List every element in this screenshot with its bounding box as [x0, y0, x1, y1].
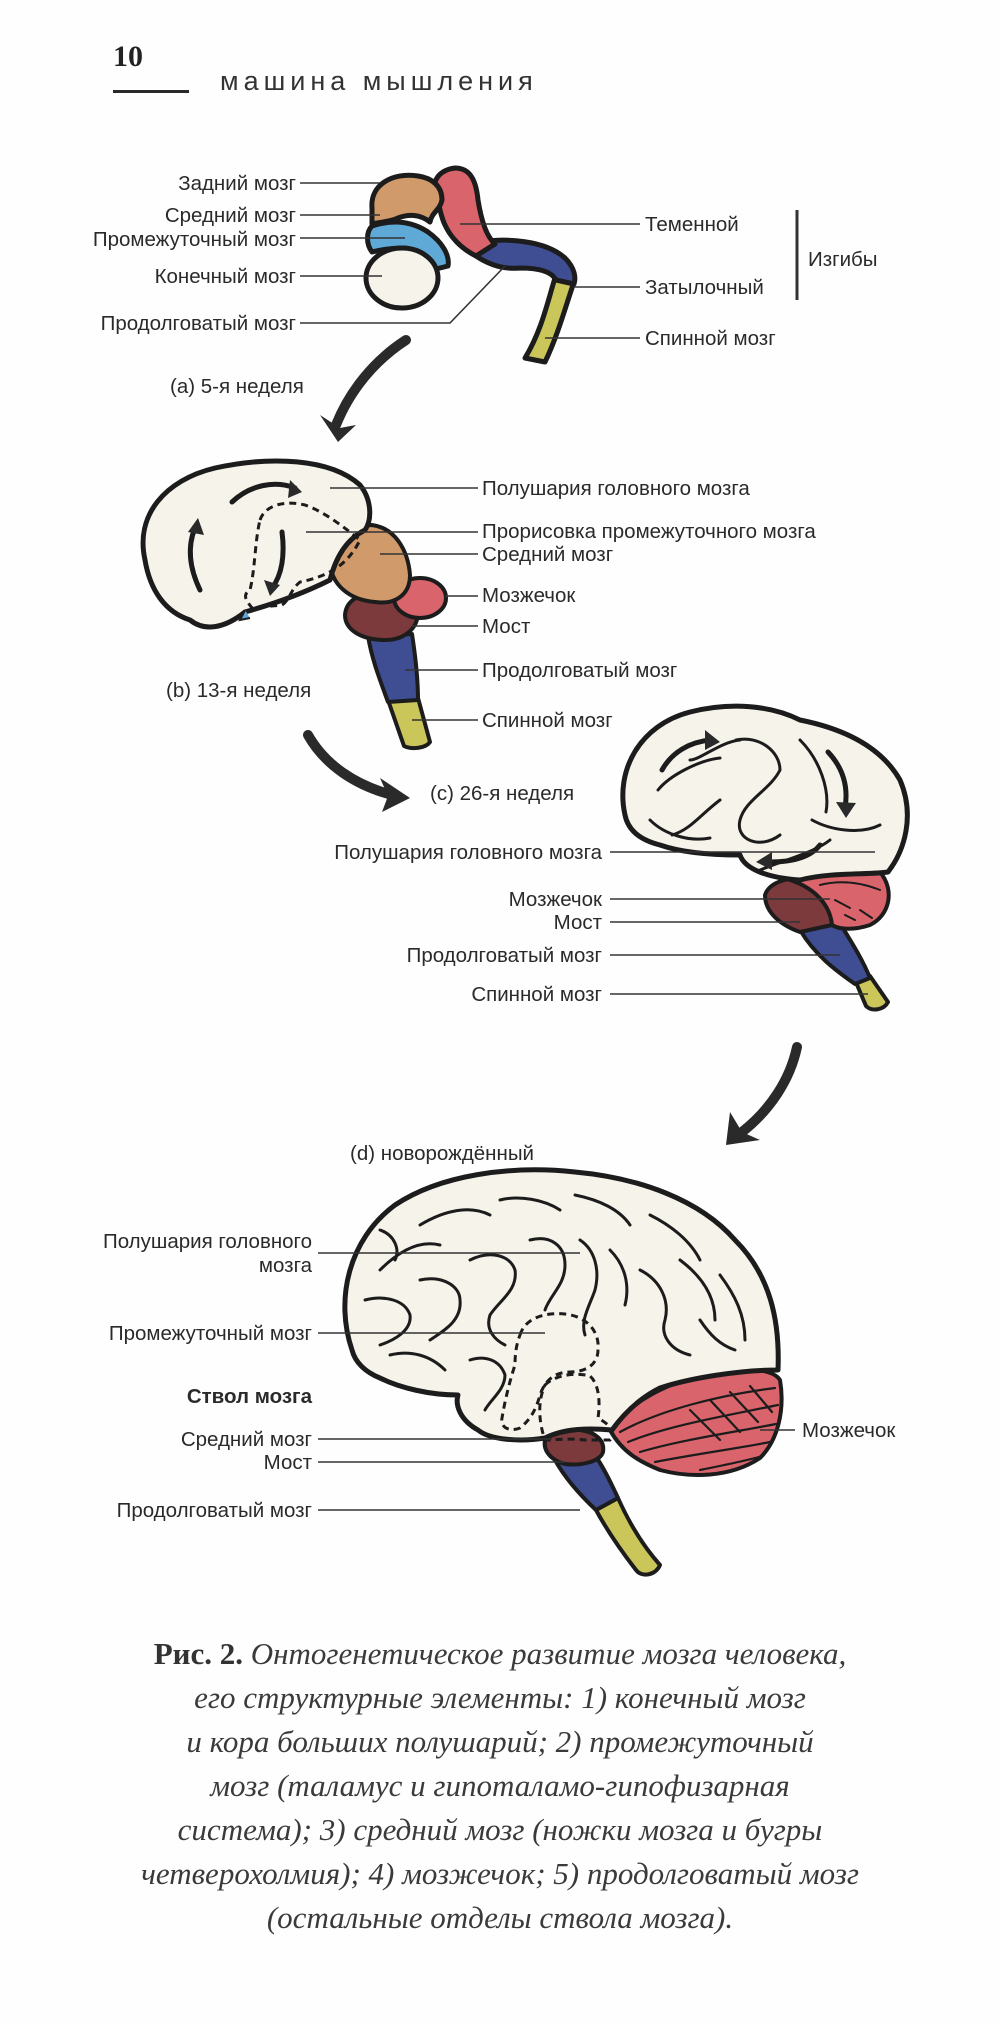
label-c-pons: Мост — [554, 911, 603, 934]
label-b-pons: Мост — [482, 615, 531, 638]
stage-d-hemisphere — [342, 1167, 781, 1443]
caption-stage-c: (c) 26-я неделя — [430, 782, 574, 805]
label-d-brainstem: Ствол мозга — [187, 1385, 313, 1408]
stage-a-medulla — [473, 237, 578, 287]
caption-stage-b: (b) 13-я неделя — [166, 679, 311, 702]
caption-line-6: четверохолмия); 4) мозжечок; 5) продолго… — [141, 1856, 859, 1891]
running-title: машина мышления — [220, 66, 538, 96]
label-b-spinal-cord: Спинной мозг — [482, 709, 613, 732]
label-a-hindbrain: Задний мозг — [178, 172, 296, 195]
label-c-hemispheres: Полушария головного мозга — [334, 841, 602, 864]
figure-caption: Рис. 2. Онтогенетическое развитие мозга … — [80, 1632, 920, 1940]
label-d-hemispheres-line1: Полушария головного — [103, 1230, 312, 1253]
caption-line-2: его структурные элементы: 1) конечный мо… — [194, 1680, 806, 1715]
label-d-cerebellum: Мозжечок — [802, 1419, 896, 1442]
label-b-diencephalon-sketch: Прорисовка промежуточного мозга — [482, 520, 816, 543]
label-a-medulla: Продолговатый мозг — [101, 312, 296, 335]
caption-line-7: (остальные отделы ствола мозга). — [266, 1900, 734, 1935]
label-a-spinal-cord: Спинной мозг — [645, 327, 776, 350]
stage-d-spinal-cord — [594, 1496, 662, 1577]
caption-line-3: и кора больших полушарий; 2) промежуточн… — [186, 1724, 814, 1759]
caption-line-5: система); 3) средний мозг (ножки мозга и… — [177, 1812, 823, 1847]
label-d-medulla: Продолговатый мозг — [117, 1499, 312, 1522]
stage-d-diencephalon — [500, 1312, 600, 1432]
label-c-medulla: Продолговатый мозг — [407, 944, 602, 967]
label-a-diencephalon: Промежуточный мозг — [93, 228, 296, 251]
arrow-c-to-d-icon — [726, 1042, 802, 1145]
stage-b-diencephalon-outline — [244, 501, 362, 610]
stage-b-spinal-cord — [386, 696, 432, 751]
label-a-parietal: Теменной — [645, 213, 739, 236]
label-b-medulla: Продолговатый мозг — [482, 659, 677, 682]
arrow-b-to-c-icon — [303, 730, 410, 812]
caption-line-4: мозг (таламус и гипоталамо-гипофизарная — [210, 1768, 790, 1803]
label-a-flexures: Изгибы — [808, 248, 878, 271]
stage-a-midbrain — [369, 172, 445, 227]
stage-d-medulla — [553, 1453, 620, 1512]
label-a-midbrain: Средний мозг — [165, 204, 296, 227]
label-d-midbrain: Средний мозг — [181, 1428, 312, 1451]
caption-figure-label: Рис. 2. — [153, 1636, 244, 1671]
stage-b-medulla — [366, 632, 420, 704]
stage-b-fetal-brain — [140, 458, 478, 751]
stage-c-medulla — [798, 918, 872, 986]
arrow-a-to-b-icon — [320, 335, 411, 442]
label-c-spinal-cord: Спинной мозг — [471, 983, 602, 1006]
label-d-pons: Мост — [264, 1451, 313, 1474]
caption-line-1: Рис. 2. Онтогенетическое развитие мозга … — [153, 1636, 847, 1671]
stage-a-telencephalon — [363, 245, 441, 311]
stage-d-midbrain — [538, 1372, 614, 1442]
brain-development-figure: Задний мозг Средний мозг Промежуточный м… — [93, 165, 910, 1577]
caption-stage-d: (d) новорождённый — [350, 1142, 534, 1165]
label-c-cerebellum: Мозжечок — [509, 888, 603, 911]
label-b-midbrain: Средний мозг — [482, 543, 613, 566]
caption-stage-a: (a) 5-я неделя — [170, 375, 304, 398]
label-a-occipital: Затылочный — [645, 276, 764, 299]
label-b-hemispheres: Полушария головного мозга — [482, 477, 750, 500]
stage-c-spinal-cord — [853, 974, 890, 1012]
label-d-diencephalon: Промежуточный мозг — [109, 1322, 312, 1345]
page-number-rule — [113, 90, 189, 93]
stage-a-hindbrain — [431, 165, 498, 259]
stage-d-newborn-brain — [318, 1167, 795, 1577]
label-d-hemispheres-line2: мозга — [259, 1254, 313, 1277]
stage-c-fetal-brain — [610, 703, 910, 1012]
stage-a-spinal-cord — [522, 275, 577, 365]
label-b-cerebellum: Мозжечок — [482, 584, 576, 607]
label-a-telencephalon: Конечный мозг — [155, 265, 296, 288]
stage-a-embryo-brain — [300, 165, 799, 365]
stage-c-hemisphere — [620, 703, 910, 883]
page-number: 10 — [113, 40, 143, 73]
